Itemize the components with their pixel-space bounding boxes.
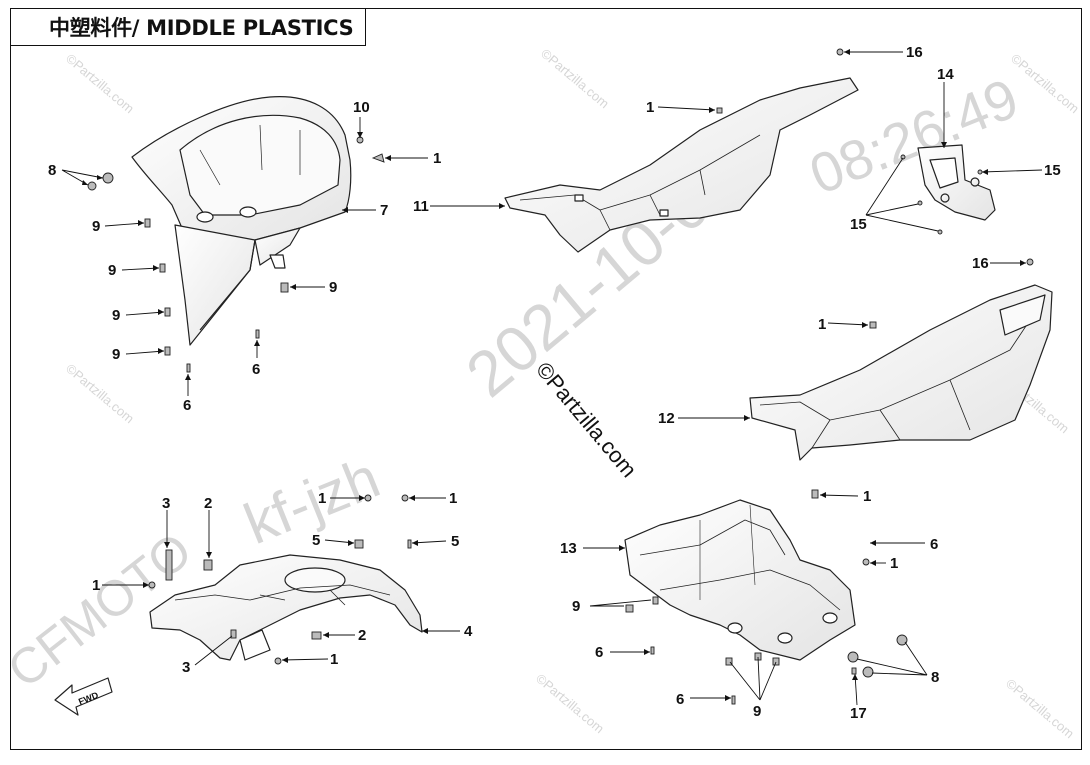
- diagram-frame: [10, 8, 1082, 750]
- part-12-side-panel: [749, 284, 1053, 461]
- callout-label: 12: [658, 410, 675, 427]
- callout-label: 8: [931, 669, 939, 686]
- callout-label: 4: [464, 623, 473, 640]
- callout-label: 9: [108, 262, 116, 279]
- callout-label: 13: [560, 540, 577, 557]
- part-4-mudguard: [149, 554, 423, 661]
- callout-label: 3: [162, 495, 170, 512]
- callout-label: 16: [906, 44, 923, 61]
- callout-label: 2: [204, 495, 212, 512]
- callout-label: 6: [595, 644, 603, 661]
- callout-label: 1: [92, 577, 100, 594]
- callout-label: 1: [646, 99, 654, 116]
- callout-label: 2: [358, 627, 366, 644]
- callout-label: 16: [972, 255, 989, 272]
- callout-label: 9: [112, 307, 120, 324]
- callout-label: 7: [380, 202, 388, 219]
- callout-label: 6: [676, 691, 684, 708]
- callout-label: 9: [92, 218, 100, 235]
- callout-labels: 8 9 9 9 9 10 1 7 9 6 6 1 11 16 14 15 15 …: [48, 44, 1061, 722]
- callout-label: 8: [48, 162, 56, 179]
- callout-label: 1: [318, 490, 326, 507]
- callout-label: 6: [930, 536, 938, 553]
- title-box: 中塑料件/ MIDDLE PLASTICS: [10, 8, 366, 46]
- callout-label: 1: [863, 488, 871, 505]
- leader-arrowheads: [82, 49, 1026, 701]
- callout-label: 9: [112, 346, 120, 363]
- callout-label: 5: [312, 532, 320, 549]
- callout-label: 9: [753, 703, 761, 720]
- callout-label: 15: [1044, 162, 1061, 179]
- callout-label: 6: [252, 361, 260, 378]
- callout-label: 1: [890, 555, 898, 572]
- callout-label: 1: [449, 490, 457, 507]
- callout-label: 14: [937, 66, 954, 83]
- part-7-inner-shroud: [131, 96, 352, 346]
- callout-label: 15: [850, 216, 867, 233]
- part-14-bracket: [917, 144, 996, 221]
- callout-label: 1: [433, 150, 441, 167]
- callout-label: 11: [413, 198, 429, 215]
- callout-label: 1: [818, 316, 826, 333]
- callout-label: 1: [330, 651, 338, 668]
- callout-label: 10: [353, 99, 370, 116]
- callout-label: 5: [451, 533, 459, 550]
- fwd-arrow: [54, 677, 113, 716]
- page-title: 中塑料件/ MIDDLE PLASTICS: [49, 16, 354, 40]
- callout-label: 9: [329, 279, 337, 296]
- callout-label: 9: [572, 598, 580, 615]
- callout-label: 3: [182, 659, 190, 676]
- callout-label: 6: [183, 397, 191, 414]
- fasteners: [87, 48, 1034, 705]
- part-11-side-panel: [504, 77, 859, 253]
- callout-label: 17: [850, 705, 867, 722]
- part-13-front-shroud: [624, 499, 856, 661]
- leader-lines: [61, 51, 1043, 706]
